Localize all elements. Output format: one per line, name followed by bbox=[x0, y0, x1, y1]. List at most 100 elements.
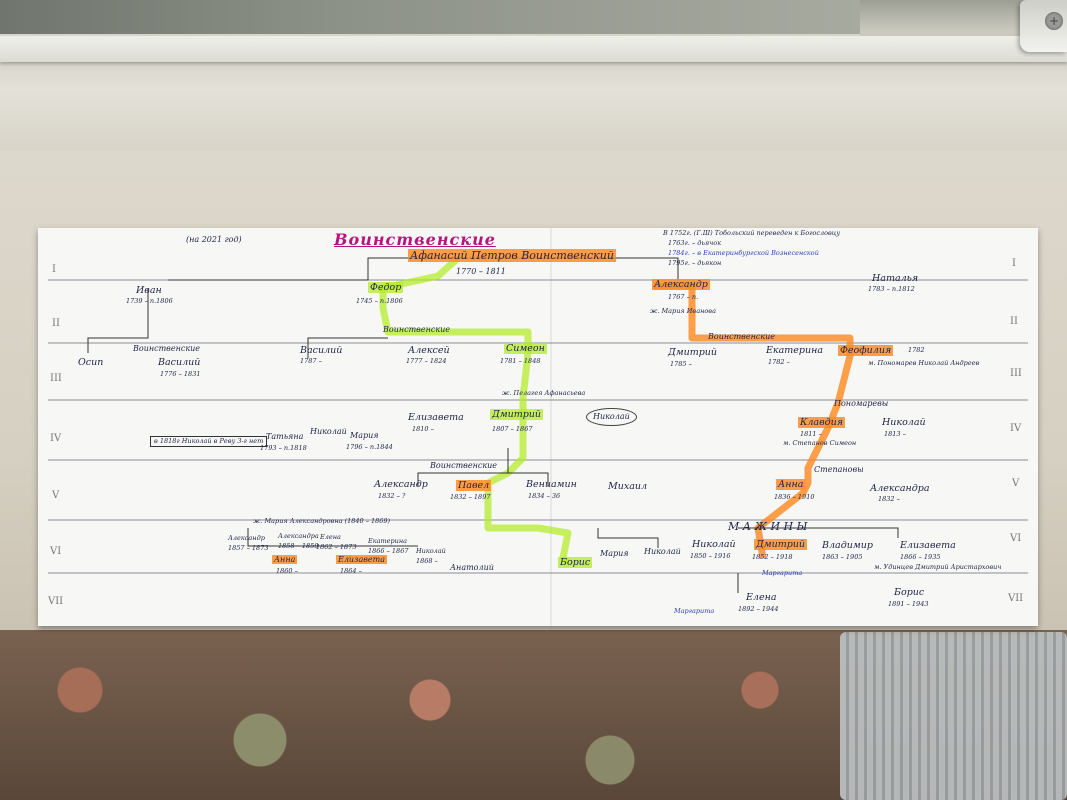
person-nikolay-2: Николай bbox=[586, 408, 637, 426]
person-aleksandr-2-dates: 1832 – ? bbox=[378, 492, 406, 500]
branch-label-6: Степановы bbox=[814, 465, 864, 474]
person-anna: Анна bbox=[776, 479, 806, 490]
branch-label-1: Воинственские bbox=[133, 344, 200, 353]
person-vasiliy-2: Василий bbox=[300, 345, 343, 356]
person-anna-dates: 1836 – 1910 bbox=[774, 493, 815, 501]
person-ekaterina-2: Екатерина bbox=[368, 537, 408, 545]
person-vasiliy-1-dates: 1776 – 1831 bbox=[160, 370, 201, 378]
person-ivan: Иван bbox=[136, 285, 162, 296]
person-natalya-dates: 1783 – п.1812 bbox=[868, 285, 915, 293]
person-aleksandr-label: Александр bbox=[652, 279, 710, 290]
person-aleksey: Алексей bbox=[408, 345, 450, 356]
person-aleksey-dates: 1777 – 1824 bbox=[406, 357, 447, 365]
person-vladimir: Владимир bbox=[822, 540, 873, 551]
person-aleksandra: Александра bbox=[870, 483, 930, 494]
person-nikolay-4-dates: 1868 – bbox=[416, 557, 438, 565]
gen-numeral-right-4: IV bbox=[1010, 423, 1022, 434]
spouse-note-stepanov: м. Степанов Симеон bbox=[783, 439, 857, 447]
family-tree-sheet: (на 2021 год) Воинственские Афанасий Пет… bbox=[38, 228, 1038, 626]
gen-numeral-right-6: VI bbox=[1010, 533, 1022, 544]
spouse-note-mariya-aleksandrovna: ж. Мария Александровна (1840 – 1869) bbox=[253, 517, 391, 525]
plastic-basket bbox=[840, 632, 1067, 800]
person-tatyana: Татьяна bbox=[266, 432, 304, 441]
person-elizaveta: Елизавета bbox=[408, 412, 464, 423]
person-mariya-2: Мария bbox=[600, 549, 629, 558]
plus-screw-icon: + bbox=[1045, 12, 1063, 30]
person-elena-2: Елена bbox=[746, 592, 777, 603]
person-ekaterina: Екатерина bbox=[766, 345, 824, 356]
person-mariya-dates: 1796 – п.1844 bbox=[346, 443, 393, 451]
person-aleksandr-3-dates: 1857 – 1873 bbox=[228, 544, 269, 552]
person-elena-2-dates: 1892 – 1944 bbox=[738, 605, 779, 613]
branch-label-5: Пономаревы bbox=[834, 399, 889, 408]
person-dmitriy-2: Дмитрий bbox=[490, 409, 544, 420]
person-ekaterina-dates: 1782 – bbox=[768, 358, 790, 366]
gen-numeral-2: II bbox=[52, 318, 60, 329]
person-aleksandr-2: Александр bbox=[374, 479, 428, 490]
person-fedor-dates: 1745 – п.1806 bbox=[356, 297, 403, 305]
person-nikolay-3-dates: 1813 – bbox=[884, 430, 906, 438]
top-right-note: В 1752г. (Г.Ш) Тобольский переведен к Бо… bbox=[663, 229, 841, 237]
person-boris-2: Борис bbox=[894, 587, 925, 598]
top-right-note-4: 1795г. – дьякон bbox=[668, 259, 722, 267]
person-anna-2-label: Анна bbox=[272, 555, 298, 564]
spouse-note-ponomarev: м. Пономарев Николай Андреев bbox=[868, 359, 980, 367]
gen-numeral-4: IV bbox=[50, 433, 62, 444]
person-dmitriy-1: Дмитрий bbox=[668, 347, 718, 358]
person-elizaveta-3: Елизавета bbox=[900, 540, 956, 551]
date-note: (на 2021 год) bbox=[186, 235, 242, 244]
branch-label-3: Воинственские bbox=[708, 332, 775, 341]
person-pavel: Павел bbox=[456, 480, 492, 491]
spouse-note-pelageya: ж. Пелагея Афанасьева bbox=[502, 389, 586, 397]
gen-numeral-right-2: II bbox=[1010, 316, 1018, 327]
note-nikolay-1818: в 1818г Николай в Реву 3-г нет bbox=[150, 436, 268, 447]
person-dmitriy-3-dates: 1852 – 1918 bbox=[752, 553, 793, 561]
branch-label-4: Воинственские bbox=[430, 461, 497, 470]
progenitor-name: Афанасий Петров Воинственский bbox=[408, 249, 616, 262]
person-elizaveta-2-dates: 1864 – bbox=[340, 567, 362, 575]
tag-margarita-1: Маргарита bbox=[674, 607, 715, 615]
person-natalya: Наталья bbox=[872, 273, 919, 284]
person-pavel-dates: 1832 – 1897 bbox=[450, 493, 491, 501]
person-vasiliy-1: Василий bbox=[158, 357, 201, 368]
person-mariya: Мария bbox=[350, 431, 379, 440]
person-nikolay-6: Николай bbox=[692, 539, 736, 550]
spouse-note-udintsev: м. Удинцев Дмитрий Аристархович bbox=[874, 563, 1002, 571]
person-klavdiya-dates: 1811 – bbox=[800, 430, 822, 438]
person-feofiliya: Феофилия bbox=[838, 345, 894, 356]
person-nikolay-6-dates: 1850 – 1916 bbox=[690, 552, 731, 560]
person-elizaveta-2: Елизавета bbox=[336, 555, 387, 564]
top-right-note-3: 1784г. – в Екатеринбургской Вознесенской bbox=[668, 249, 819, 257]
sheet-fold bbox=[550, 228, 552, 626]
person-anna-label: Анна bbox=[776, 479, 806, 490]
person-elizaveta-3-dates: 1866 – 1935 bbox=[900, 553, 941, 561]
window-glass bbox=[0, 0, 860, 37]
person-fedor: Федор bbox=[368, 282, 404, 293]
person-aleksandra-2-dates: 1858 – 1859 bbox=[278, 542, 319, 550]
person-veniamin-dates: 1834 – 36 bbox=[528, 492, 561, 500]
person-simeon-dates: 1781 – 1848 bbox=[500, 357, 541, 365]
person-klavdiya: Клавдия bbox=[798, 417, 846, 428]
person-aleksandra-2: Александра bbox=[278, 532, 319, 540]
progenitor-label: Афанасий Петров Воинственский bbox=[408, 249, 616, 262]
gen-numeral-3: III bbox=[50, 373, 62, 384]
gen-numeral-right-5: V bbox=[1012, 478, 1020, 489]
progenitor-dates: 1770 – 1811 bbox=[456, 267, 506, 276]
person-osip: Осип bbox=[78, 357, 104, 368]
person-pavel-label: Павел bbox=[456, 480, 492, 491]
gen-numeral-5: V bbox=[52, 490, 60, 501]
gen-numeral-right-7: VII bbox=[1008, 593, 1024, 604]
person-mikhail: Михаил bbox=[608, 481, 648, 492]
person-ekaterina-2-dates: 1866 – 1867 bbox=[368, 547, 409, 555]
person-aleksandra-dates: 1832 – bbox=[878, 495, 900, 503]
person-fedor-label: Федор bbox=[368, 282, 404, 293]
person-nikolay-4: Николай bbox=[416, 547, 446, 555]
person-dmitriy-1-dates: 1785 – bbox=[670, 360, 692, 368]
person-klavdiya-label: Клавдия bbox=[798, 417, 846, 428]
person-ivan-dates: 1739 – п.1806 bbox=[126, 297, 173, 305]
person-dmitriy-2-label: Дмитрий bbox=[490, 409, 544, 420]
person-boris-1: Борис bbox=[558, 557, 593, 568]
person-elizaveta-dates: 1810 – bbox=[412, 425, 434, 433]
window-rail bbox=[0, 36, 1067, 62]
top-right-note-2: 1763г. – дьячок bbox=[668, 239, 722, 247]
